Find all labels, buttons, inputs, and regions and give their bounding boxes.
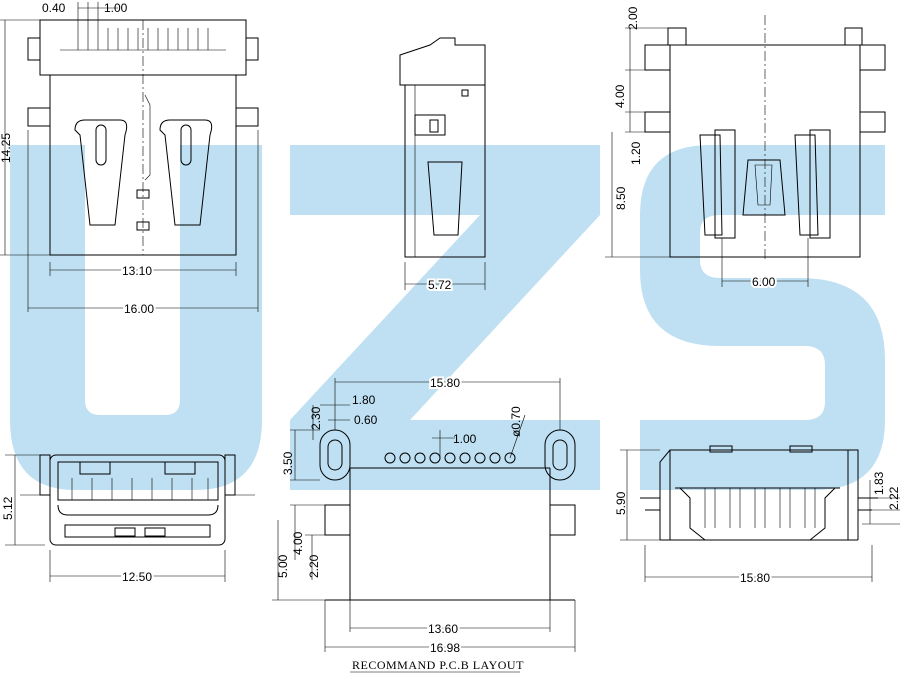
dim-2-20: 2.20 — [307, 554, 321, 578]
dim-4-00-rear: 4.00 — [613, 84, 627, 108]
dim-16-00: 16.00 — [124, 302, 154, 316]
dim-2-22: 2.22 — [887, 486, 900, 510]
dim-13-60: 13.60 — [428, 622, 458, 636]
pcb-layout: 15.80 1.80 0.60 2.30 1.00 ø0.70 3.50 5.0… — [272, 374, 576, 673]
dim-0-40: 0.40 — [42, 1, 66, 15]
dim-1-00-pcb: 1.00 — [453, 432, 477, 446]
port-view: 5.12 12.50 — [1, 454, 255, 586]
dim-hole: ø0.70 — [509, 406, 523, 437]
dim-14-25: 14.25 — [0, 133, 13, 163]
front-pins — [77, 28, 209, 50]
dim-1-00-top: 1.00 — [104, 1, 128, 15]
uzs-watermark — [10, 145, 885, 490]
dim-0-60: 0.60 — [354, 413, 378, 427]
dim-8-50: 8.50 — [614, 186, 628, 210]
dim-5-00: 5.00 — [276, 554, 290, 578]
watermark-letter-u — [10, 145, 262, 490]
dim-5-12: 5.12 — [1, 496, 15, 520]
dim-13-10: 13.10 — [122, 264, 152, 278]
front-view — [27, 19, 259, 256]
bottom-view: 5.90 1.83 2.22 15.80 — [614, 445, 900, 587]
pcb-caption: RECOMMAND P.C.B LAYOUT — [352, 658, 524, 672]
watermark-letter-s — [640, 145, 885, 490]
watermark-letter-z — [290, 145, 600, 490]
dim-1-83: 1.83 — [872, 471, 886, 495]
rear-view: 2.00 4.00 1.20 8.50 6.00 — [605, 6, 886, 291]
dim-15-80-pcb: 15.80 — [430, 376, 460, 390]
dim-1-20: 1.20 — [629, 141, 643, 165]
dim-4-00-pcb: 4.00 — [291, 531, 305, 555]
dim-12-50: 12.50 — [122, 570, 152, 584]
dim-1-80: 1.80 — [352, 393, 376, 407]
dim-3-50: 3.50 — [281, 451, 295, 475]
dim-2-00: 2.00 — [626, 6, 640, 30]
front-dimensions: 14.25 13.10 16.00 0.40 1.00 — [0, 1, 259, 318]
dim-2-30: 2.30 — [309, 406, 323, 430]
side-view: 5.72 — [399, 37, 486, 294]
pcb-holes — [384, 452, 516, 464]
bottom-pins — [704, 488, 816, 528]
dim-5-90: 5.90 — [614, 491, 628, 515]
dim-5-72: 5.72 — [428, 278, 452, 292]
dim-16-98: 16.98 — [430, 641, 460, 655]
dim-6-00: 6.00 — [752, 275, 776, 289]
dim-15-80-bottom: 15.80 — [740, 571, 770, 585]
